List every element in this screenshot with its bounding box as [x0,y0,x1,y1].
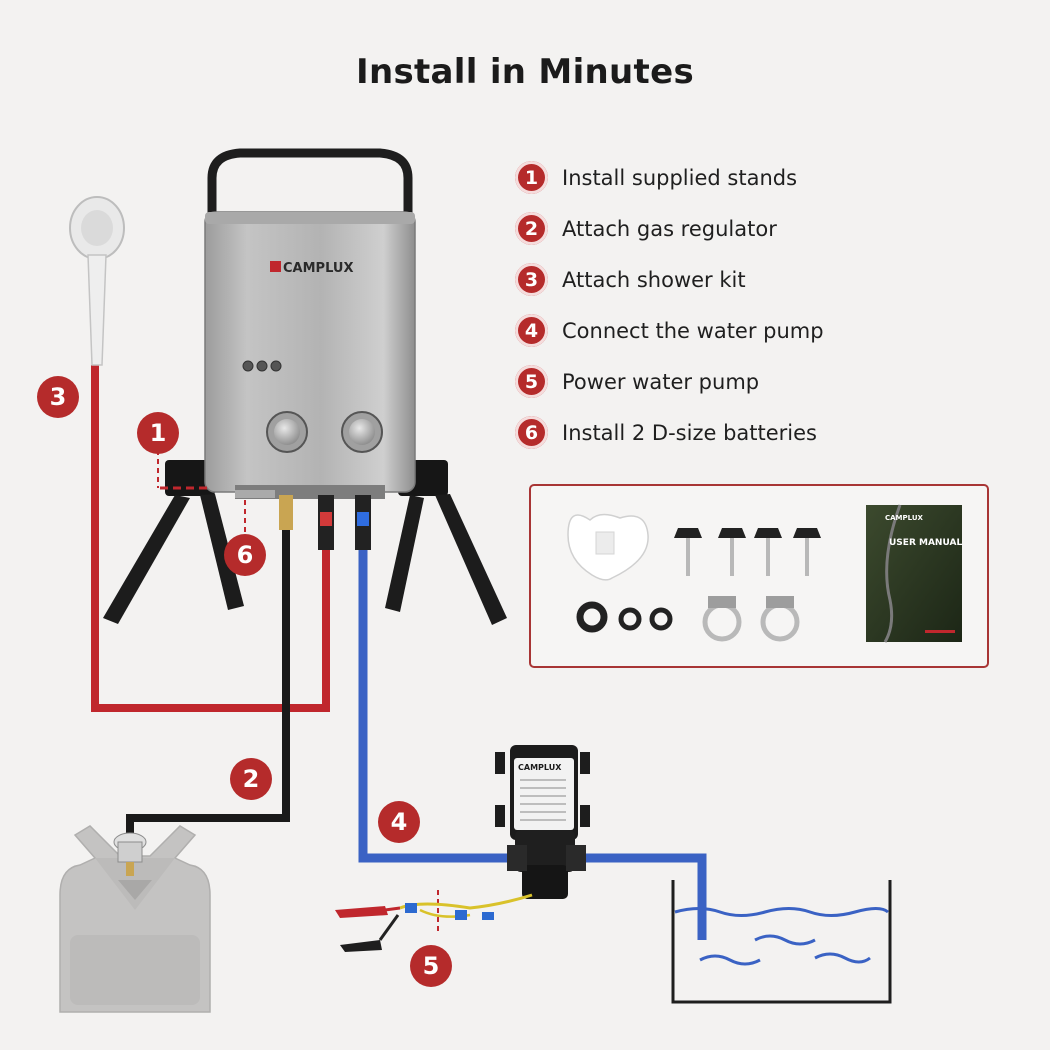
callout-pump-power: 5 [410,945,452,987]
cold-water-hose [358,548,522,863]
water-heater-body [204,211,416,550]
propane-tank-icon [59,825,211,1013]
step-label: Attach gas regulator [562,216,777,241]
step-item: 2 Attach gas regulator [515,203,1035,254]
battery-clips-icon [335,893,533,952]
stand-right-icon [385,460,507,625]
callout-gas-regulator: 2 [230,758,272,800]
step-number-badge: 5 [515,365,548,398]
step-label: Connect the water pump [562,318,824,343]
user-manual-icon [866,505,962,642]
shower-head-icon [69,196,125,366]
water-bucket-icon [671,880,892,1004]
gas-hose [126,530,290,838]
screw-icon [754,528,782,576]
step-number-badge: 6 [515,416,548,449]
manual-brand-text: CAMPLUX [885,514,924,522]
callout-shower-kit: 3 [37,376,79,418]
callout-batteries: 6 [224,534,266,576]
step-label: Install supplied stands [562,165,798,190]
hose-clamp-icon [702,596,742,642]
screw-icon [674,528,702,576]
page-title: Install in Minutes [356,52,694,92]
instruction-steps: 1 Install supplied stands 2 Attach gas r… [515,152,1035,458]
washer-icon [649,607,673,631]
step-label: Power water pump [562,369,760,394]
manual-title-text: USER MANUAL [889,538,962,548]
water-pump-icon [495,745,590,899]
step-number-badge: 1 [515,161,548,194]
handle-icon [207,148,413,220]
step-item: 6 Install 2 D-size batteries [515,407,1035,458]
screw-icon [793,528,821,576]
pump-outlet-hose [585,853,707,940]
step-number-badge: 4 [515,314,548,347]
washer-icon [576,601,608,633]
accessory-kit-panel [529,484,989,668]
step-number-badge: 3 [515,263,548,296]
callout-stands: 1 [137,412,179,454]
step-label: Install 2 D-size batteries [562,420,817,445]
screw-icon [718,528,746,576]
heater-brand-text: CAMPLUX [283,261,353,276]
camplux-logo-icon [270,261,281,272]
step-label: Attach shower kit [562,267,746,292]
washer-icon [618,607,642,631]
step-item: 3 Attach shower kit [515,254,1035,305]
callout-water-pump: 4 [378,801,420,843]
step-item: 4 Connect the water pump [515,305,1035,356]
step-item: 5 Power water pump [515,356,1035,407]
step-item: 1 Install supplied stands [515,152,1035,203]
hot-water-hose [91,365,330,712]
step-number-badge: 2 [515,212,548,245]
hose-clamp-icon [760,596,800,642]
pump-brand-text: CAMPLUX [518,763,562,772]
